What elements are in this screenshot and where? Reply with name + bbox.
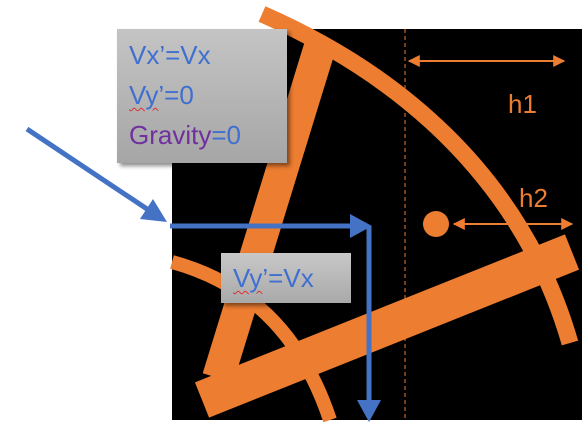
gravity-value: =0: [211, 120, 241, 150]
gravity-label: Gravity: [129, 120, 212, 150]
steep-diagonal-bar: [202, 35, 338, 383]
lower-arc-band: [170, 255, 337, 423]
vy-spellcheck-word: Vy: [129, 80, 159, 110]
gravity-equation: Gravity=0: [129, 115, 287, 155]
horizontal-arrowhead: [350, 214, 372, 238]
vy-vx-equation-rest: ’=Vx: [262, 263, 314, 293]
h2-label: h2: [519, 183, 548, 213]
incoming-arrowhead: [140, 199, 167, 222]
vx-equation: Vx’=Vx: [129, 40, 211, 70]
vertical-arrowhead: [357, 400, 381, 422]
velocity-callout-bottom: Vy’=Vx: [221, 253, 351, 303]
vy-vx-equation: Vy’=Vx: [233, 258, 351, 298]
vy-spellcheck-word-2: Vy: [233, 263, 263, 293]
bottom-diagonal-bar: [194, 234, 580, 418]
velocity-callout-top: Vx’=Vx Vy’=0 Gravity=0: [117, 29, 287, 163]
h1-label: h1: [508, 89, 537, 119]
incoming-diagonal-arrow: [25, 126, 152, 214]
vy-equation-rest: ’=0: [158, 80, 194, 110]
orange-ball: [423, 211, 449, 237]
vy-equation: Vy’=0: [129, 75, 287, 115]
